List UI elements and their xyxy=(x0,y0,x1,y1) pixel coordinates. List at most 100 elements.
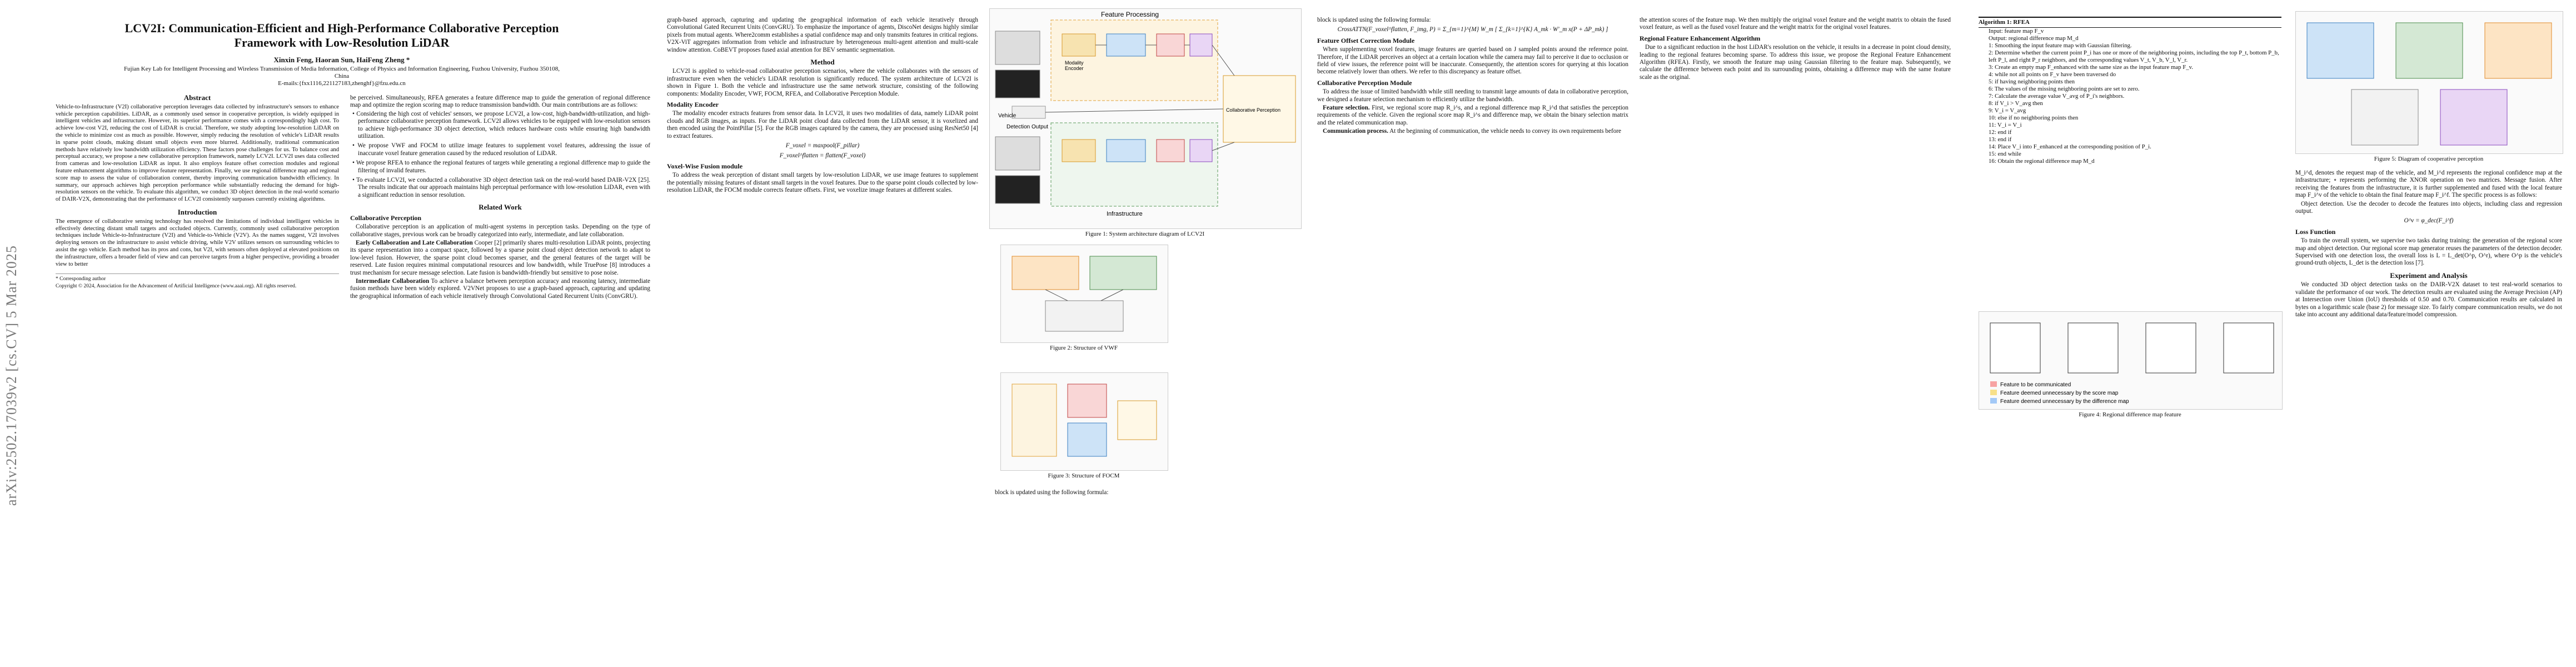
infra-rfea-block xyxy=(1189,139,1213,162)
loss-paragraph: To train the overall system, we supervis… xyxy=(2295,237,2562,267)
vehicle-lidar-thumbnail xyxy=(995,69,1040,98)
contribution-item: • To evaluate LCV2I, we conducted a coll… xyxy=(352,177,650,198)
contribution-item: • We propose VWF and FOCM to utilize ima… xyxy=(352,142,650,157)
figure-5-caption: Figure 5: Diagram of cooperative percept… xyxy=(2374,156,2484,162)
fig4-input-grid xyxy=(1990,322,2041,374)
col7-paragraph: M_i^d, denotes the request map of the ve… xyxy=(2295,170,2562,199)
affiliation-text: Fujian Key Lab for Intelligent Processin… xyxy=(123,66,560,79)
vehicle-map xyxy=(2306,22,2374,79)
paper-title: LCV2I: Communication-Efficient and High-… xyxy=(124,21,559,49)
exp-paragraph: We conducted 3D object detection tasks o… xyxy=(2295,281,2562,318)
equation-o: O^v = φ_dec(F_i^f) xyxy=(2404,217,2454,225)
legend-item: Feature to be communicated xyxy=(2000,382,2071,388)
vwf-paragraph: To address the weak perception of distan… xyxy=(667,172,978,194)
vwf-image-feature xyxy=(1089,256,1157,290)
label-vehicle: Vehicle xyxy=(998,113,1017,119)
focm-offset-block xyxy=(1067,384,1107,418)
vehicle-modality-encoder xyxy=(1062,33,1096,57)
infra-camera-thumbnail xyxy=(995,136,1040,171)
col4-paragraph: block is updated using the following for… xyxy=(1317,17,1431,23)
algorithm-line: 10: else if no neighboring points then xyxy=(1989,115,2079,121)
abstract-heading: Abstract xyxy=(183,93,211,102)
rfea-heading: Regional Feature Enhancement Algorithm xyxy=(1640,34,1761,42)
vwf-heading: Voxel-Wise Fusion module xyxy=(667,162,743,170)
focm-heading: Feature Offset Correction Module xyxy=(1317,36,1415,44)
label-feature-processing: Feature Processing xyxy=(1101,11,1159,18)
algorithm-line: 2: Determine whether the current point P… xyxy=(1989,49,2279,63)
legend-item: Feature deemed unnecessary by the differ… xyxy=(2000,399,2129,405)
legend-swatch xyxy=(1990,381,1997,387)
page2-column-1: graph-based approach, capturing and upda… xyxy=(667,17,978,196)
paper-authors: Xinxin Feng, Haoran Sun, HaiFeng Zheng * xyxy=(273,56,410,64)
label-infrastructure: Infrastructure xyxy=(1107,211,1143,217)
figure-1-caption: Figure 1: System architecture diagram of… xyxy=(1085,231,1205,237)
selection-map xyxy=(2484,22,2552,79)
contribution-item: • We propose RFEA to enhance the regiona… xyxy=(352,160,651,174)
algorithm-line: 3: Create an empty map F_enhanced with t… xyxy=(1989,64,2194,71)
page2-column-2: block is updated using the following for… xyxy=(989,489,1301,497)
vehicle-processing-box xyxy=(1050,19,1218,101)
vehicle-vwf-block xyxy=(1106,33,1146,57)
focm-paragraph: When supplementing voxel features, image… xyxy=(1317,46,1628,76)
vehicle-focm-block xyxy=(1156,33,1185,57)
figure-2-vwf xyxy=(1000,245,1168,343)
infra-map xyxy=(2395,22,2463,79)
figure-5-cooperative-perception xyxy=(2295,11,2563,154)
related-heading: Related Work xyxy=(479,203,522,212)
related-paragraph: Collaborative perception is an applicati… xyxy=(350,223,650,238)
infra-lidar-thumbnail xyxy=(995,175,1040,204)
legend-swatch xyxy=(1990,398,1997,404)
rfea-paragraph: Due to a significant reduction in the ho… xyxy=(1640,44,1951,81)
page-3: block is updated using the following for… xyxy=(1317,0,1956,667)
vehicle-camera-thumbnail xyxy=(995,31,1040,65)
algorithm-line: 6: The values of the missing neighboring… xyxy=(1989,86,2140,92)
method-heading: Method xyxy=(810,58,835,67)
algorithm-line: 13: end if xyxy=(1989,136,2012,143)
legend-swatch xyxy=(1990,390,1997,395)
label-detection-output: Detection Output xyxy=(1007,124,1048,130)
related-sub-heading: Collaborative Perception xyxy=(350,213,422,222)
related-paragraph: To achieve a balance between perception … xyxy=(350,277,650,300)
figure-1-system-architecture: Feature Processing Vehicle Infrastructur… xyxy=(989,8,1302,229)
label-encoder: Encoder xyxy=(1065,66,1084,71)
algorithm-line: 16: Obtain the regional difference map M… xyxy=(1989,158,2095,165)
collab-heading: Collaborative Perception Module xyxy=(1317,78,1412,87)
affiliation-email: E-mails:{fxx1116,221127183,zhenghf}@fzu.… xyxy=(278,80,406,87)
algorithm-line: 15: end while xyxy=(1989,151,2021,157)
focm-weight-block xyxy=(1067,422,1107,457)
intro-heading: Introduction xyxy=(177,207,217,216)
equation-1: F_voxel = maxpool(F_pillar) xyxy=(785,142,860,150)
paper-affiliation: Fujian Key Lab for Intelligent Processin… xyxy=(122,66,561,87)
vehicle-rfea-block xyxy=(1189,33,1213,57)
arxiv-identifier: arXiv:2502.17039v2 [cs.CV] 5 Mar 2025 xyxy=(3,245,19,506)
fusion-heading: Feature selection. xyxy=(1323,104,1370,112)
equation-2: F_voxel^flatten = flatten(F_voxel) xyxy=(779,152,866,159)
request-map xyxy=(2351,89,2419,146)
algorithm-line: Output: regional difference map M_d xyxy=(1989,35,2079,42)
page-1: LCV2I: Communication-Efficient and High-… xyxy=(22,0,661,667)
collaborative-perception-block xyxy=(1223,75,1296,143)
legend-item: Feature deemed unnecessary by the score … xyxy=(2000,390,2119,396)
algorithm-line: 4: while not all points on F_v have been… xyxy=(1989,71,2116,78)
col3-paragraph: graph-based approach, capturing and upda… xyxy=(667,17,978,53)
page1-column-2: be perceived. Simultaneously, RFEA gener… xyxy=(350,94,650,301)
contribution-item: • Considering the high cost of vehicles'… xyxy=(352,110,650,140)
page-2: graph-based approach, capturing and upda… xyxy=(667,0,1306,667)
algorithm-line: 12: end if xyxy=(1989,129,2012,136)
fusion-paragraph: First, we regional score map R_i^s, and … xyxy=(1317,104,1628,126)
architecture-diagram: Feature Processing Vehicle Infrastructur… xyxy=(995,11,1296,217)
related-sub-heading: Early Collaboration and Late Collaborati… xyxy=(356,239,473,246)
col5-paragraph: the attention scores of the feature map.… xyxy=(1640,17,1951,31)
related-sub-heading: Intermediate Collaboration xyxy=(356,277,430,285)
algorithm-line: 9: V_i = V_avg xyxy=(1989,107,2026,114)
exp-heading: Experiment and Analysis xyxy=(2390,271,2468,280)
algorithm-1-rfea: Algorithm 1: RFEA Input: feature map F_v… xyxy=(1979,17,2281,165)
abstract-text: Vehicle-to-Infrastructure (V2I) collabor… xyxy=(56,103,339,203)
comm-heading: Communication process. xyxy=(1323,128,1388,135)
page4-column-2: M_i^d, denotes the request map of the ve… xyxy=(2295,170,2562,320)
collab-paragraph: To address the issue of limited bandwidt… xyxy=(1317,88,1628,103)
method-paragraph: LCV2I is applied to vehicle-road collabo… xyxy=(667,68,978,97)
algorithm-title: Algorithm 1: RFEA xyxy=(1979,18,2281,28)
infra-focm-block xyxy=(1156,139,1185,162)
vwf-continued: block is updated using the following for… xyxy=(995,489,1109,496)
